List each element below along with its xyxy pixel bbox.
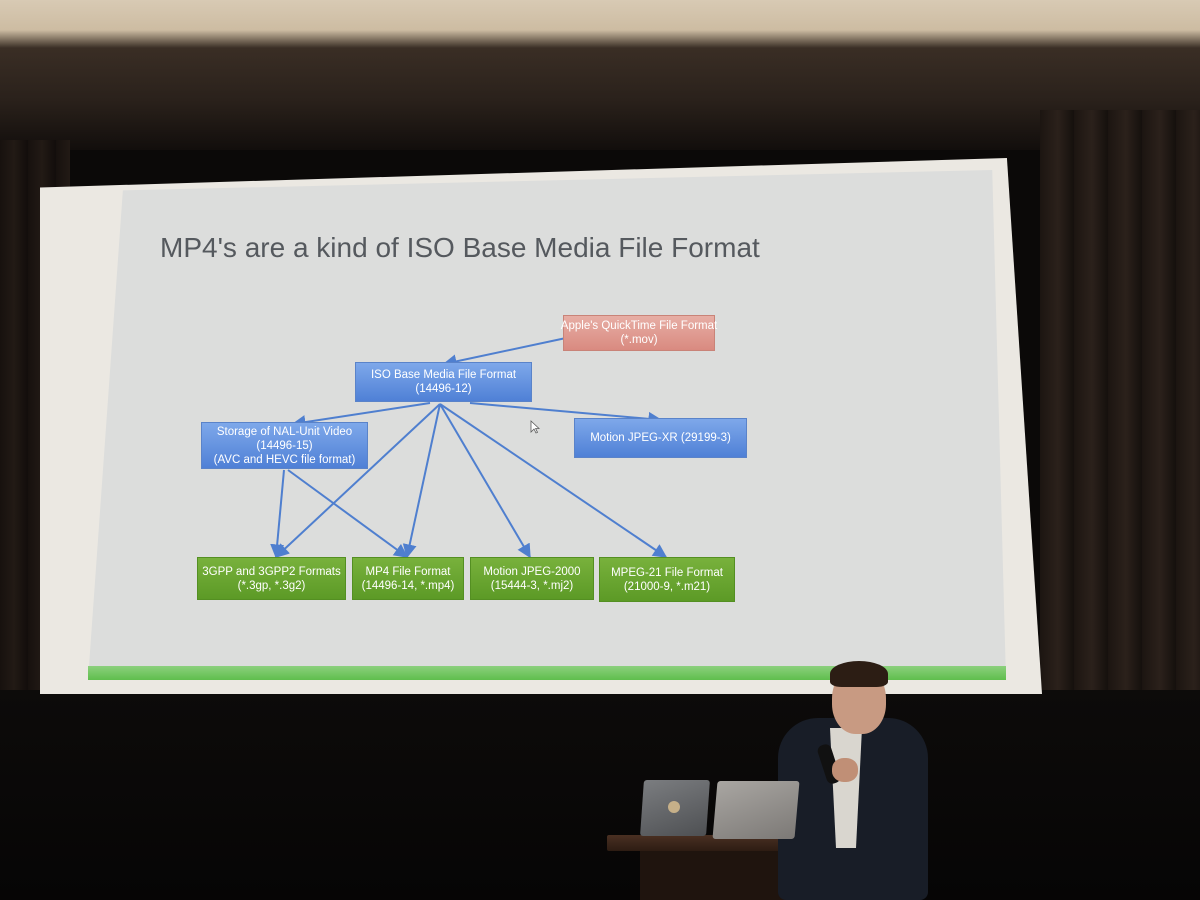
node-iso-base-media-line-1: ISO Base Media File Format bbox=[370, 369, 517, 381]
arrow-isobmff-to-nal_unit bbox=[291, 402, 431, 430]
arrow-quicktime-to-isobmff bbox=[442, 337, 567, 369]
node-motion-jpeg-2000: Motion JPEG-2000 (15444-3, *.mj2) bbox=[470, 557, 594, 600]
arrow-isobmff-to-mjpeg_xr bbox=[469, 402, 663, 426]
stage-floor bbox=[0, 690, 1200, 900]
node-motion-jpeg-2000-line-1: Motion JPEG-2000 bbox=[483, 565, 581, 578]
slide-title: MP4's are a kind of ISO Base Media File … bbox=[160, 232, 760, 263]
arrow-isobmff-to-mp4 bbox=[402, 403, 441, 559]
node-nal-unit-video: Storage of NAL-Unit Video (14496-15) (AV… bbox=[201, 422, 368, 469]
laptop-logo-icon bbox=[668, 801, 680, 813]
node-iso-base-media: ISO Base Media File Format (14496-12) bbox=[355, 362, 532, 402]
arrow-isobmff-to-3gpp bbox=[274, 403, 441, 558]
node-mp4-line-2: (14496-14, *.mp4) bbox=[361, 579, 455, 592]
node-nal-unit-line-1: Storage of NAL-Unit Video bbox=[216, 425, 353, 438]
node-motion-jpeg-2000-line-2: (15444-3, *.mj2) bbox=[490, 579, 574, 592]
node-quicktime-line-2: (*.mov) bbox=[620, 334, 658, 346]
laptop-right bbox=[712, 781, 800, 839]
node-mp4-file-format: MP4 File Format (14496-14, *.mp4) bbox=[352, 557, 464, 600]
arrow-nal_unit-to-3gpp bbox=[270, 469, 285, 559]
arrow-nal_unit-to-mp4 bbox=[287, 469, 409, 558]
node-quicktime-line-1: Apple's QuickTime File Format bbox=[560, 320, 718, 332]
node-mp4-line-1: MP4 File Format bbox=[365, 565, 451, 578]
node-motion-jpeg-xr: Motion JPEG-XR (29199-3) bbox=[574, 418, 747, 458]
node-3gpp-formats: 3GPP and 3GPP2 Formats (*.3gp, *.3g2) bbox=[197, 557, 346, 600]
arrow-isobmff-to-mjpeg2000 bbox=[439, 403, 531, 559]
node-motion-jpeg-xr-line-1: Motion JPEG-XR (29199-3) bbox=[590, 432, 731, 444]
slide-accent-strip bbox=[88, 666, 1006, 680]
node-nal-unit-line-3: (AVC and HEVC file format) bbox=[213, 453, 356, 466]
node-mpeg-21-line-2: (21000-9, *.m21) bbox=[623, 580, 711, 593]
node-iso-base-media-line-2: (14496-12) bbox=[415, 383, 472, 395]
node-mpeg-21-file-format: MPEG-21 File Format (21000-9, *.m21) bbox=[599, 557, 735, 602]
node-quicktime: Apple's QuickTime File Format (*.mov) bbox=[560, 315, 718, 351]
node-nal-unit-line-2: (14496-15) bbox=[256, 439, 313, 452]
ceiling bbox=[0, 0, 1200, 150]
node-mpeg-21-line-1: MPEG-21 File Format bbox=[611, 566, 723, 579]
node-3gpp-line-1: 3GPP and 3GPP2 Formats bbox=[202, 565, 341, 578]
speaker-hand bbox=[832, 758, 858, 782]
cursor-icon bbox=[530, 420, 540, 434]
node-3gpp-line-2: (*.3gp, *.3g2) bbox=[237, 579, 306, 592]
speaker-shirt bbox=[830, 728, 862, 848]
speaker-hair bbox=[830, 661, 888, 687]
arrow-isobmff-to-mpeg21 bbox=[439, 403, 668, 558]
